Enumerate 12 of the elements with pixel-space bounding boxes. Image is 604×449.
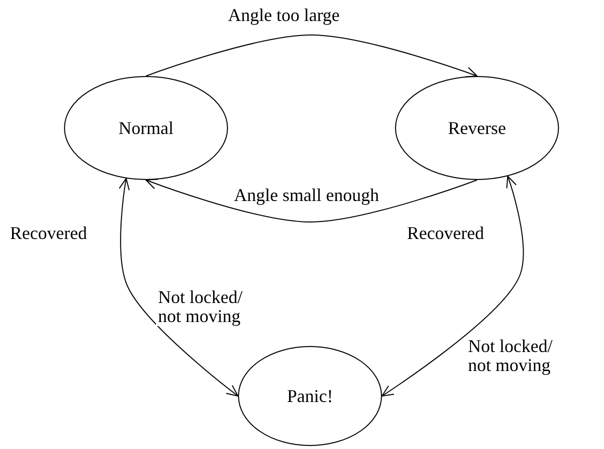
state-ellipse (238, 346, 382, 446)
state-ellipse (395, 76, 559, 180)
arrow (146, 178, 478, 222)
edge-label: Angle too large (226, 6, 342, 25)
edge-label: Angle small enough (232, 186, 381, 205)
arrow (146, 34, 478, 78)
state-name: Panic! (287, 386, 333, 406)
state-ellipse (64, 76, 228, 180)
state-name: Normal (118, 118, 174, 138)
arrow (118, 178, 238, 396)
arrow (382, 176, 524, 396)
state-name: Reverse (448, 118, 506, 138)
